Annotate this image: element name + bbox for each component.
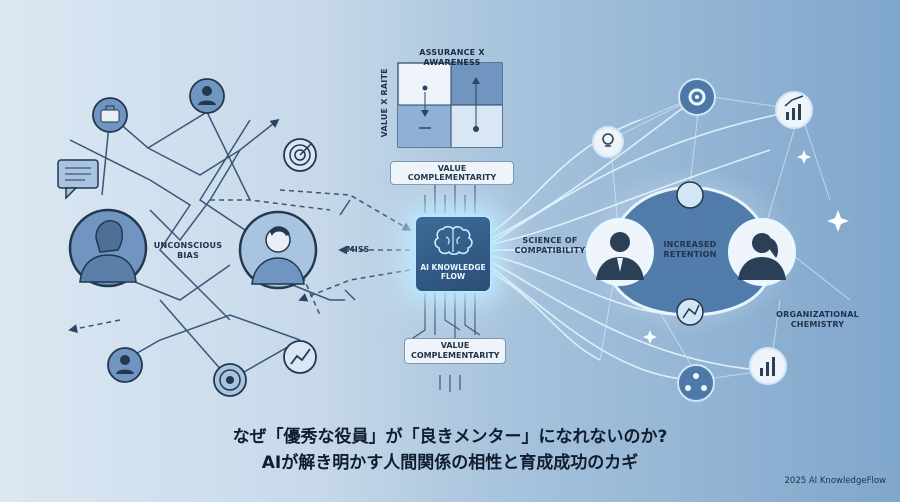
ai-knowledge-flow-box: AI KNOWLEDGE FLOW <box>414 215 492 293</box>
matrix-top-label: ASSURANCE X AWARENESS <box>419 48 485 67</box>
sparkles <box>643 150 849 344</box>
chart-node-bottom <box>283 340 317 374</box>
title-line-1: なぜ「優秀な役員」が「良きメンター」になれないのか? <box>232 427 668 447</box>
persona-armor-circle <box>68 208 148 288</box>
person-node-top <box>189 78 225 114</box>
footer-copyright: 2025 AI KnowledgeFlow <box>784 476 887 486</box>
value-matrix <box>397 62 503 148</box>
circuit-lines <box>409 185 481 392</box>
briefcase-node <box>92 97 128 133</box>
title-line-2: AIが解き明かす人間関係の相性と育成成功のカギ <box>261 453 639 473</box>
team-node <box>677 364 715 402</box>
miss-label: MISS <box>346 245 370 254</box>
persona-woman-right <box>728 218 796 286</box>
matrix-bottom-label: VALUE COMPLEMENTARITY <box>390 161 514 185</box>
lightbulb-node <box>592 126 624 158</box>
bar-chart-node <box>749 347 787 385</box>
ai-knowledge-flow-label: AI KNOWLEDGE FLOW <box>420 263 486 281</box>
science-of-compatibility-label: SCIENCE OF COMPATIBILITY <box>514 236 586 255</box>
growth-chart-node <box>775 91 813 129</box>
gear-node <box>678 78 716 116</box>
target-node-top <box>283 138 317 172</box>
persona-man-right <box>586 218 654 286</box>
value-complementarity-label: VALUE COMPLEMENTARITY <box>404 338 506 364</box>
person-node-bottom <box>107 347 143 383</box>
brain-icon <box>434 225 473 256</box>
organizational-chemistry-label: ORGANIZATIONAL CHEMISTRY <box>776 310 859 329</box>
increased-retention-label: INCREASED RETENTION <box>663 240 717 259</box>
chat-bubble-node <box>57 159 99 200</box>
persona-executive-circle <box>238 210 318 290</box>
unconscious-bias-label: UNCONSCIOUS BIAS <box>153 241 223 260</box>
matrix-side-label: VALUE X RAITE <box>380 68 390 138</box>
target-node-bottom <box>213 363 247 397</box>
